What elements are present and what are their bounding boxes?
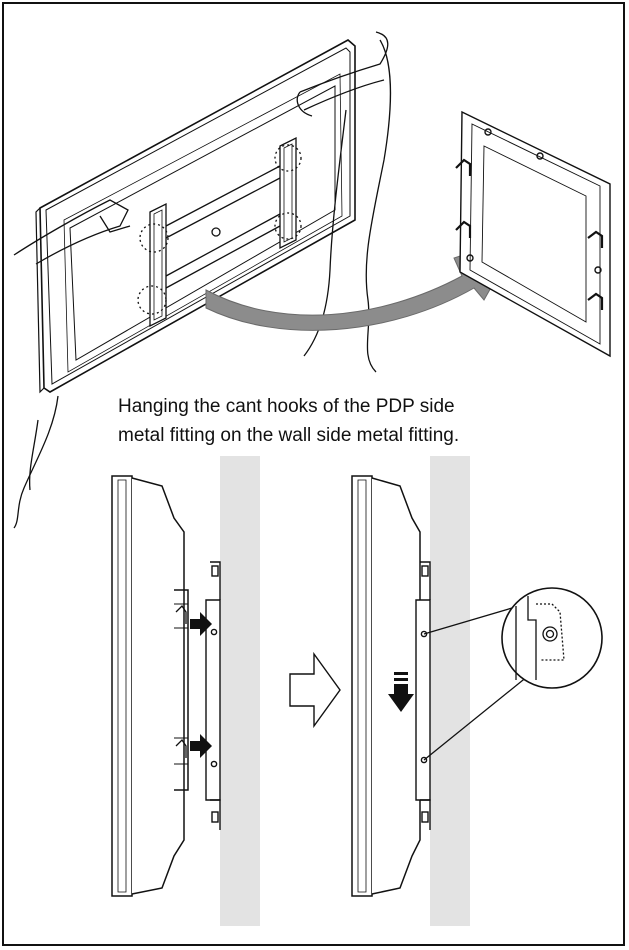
curved-arrow-icon	[205, 235, 522, 331]
caption-line-2: metal fitting on the wall side metal fit…	[118, 425, 460, 446]
caption-line-1: Hanging the cant hooks of the PDP side	[118, 396, 455, 417]
pdp-panel-rear-view	[35, 39, 356, 394]
worker-hands-and-legs	[13, 31, 392, 529]
hollow-right-arrow-icon	[289, 651, 341, 729]
pdp-side-metal-fittings	[137, 136, 302, 328]
detail-callout	[423, 587, 603, 761]
caption: Hanging the cant hooks of the PDP side m…	[118, 392, 598, 450]
pdp-side-view-step1	[111, 475, 189, 897]
black-down-arrow-icon	[388, 672, 414, 712]
wall-side-metal-fitting-top	[455, 110, 611, 358]
wall-fitting-side-step2	[415, 561, 431, 830]
wall-right	[430, 456, 470, 926]
wall-fitting-side-step1	[205, 561, 221, 830]
black-right-arrow-icon	[190, 612, 212, 758]
wall-left	[220, 456, 260, 926]
pdp-side-view-step2	[351, 475, 421, 897]
